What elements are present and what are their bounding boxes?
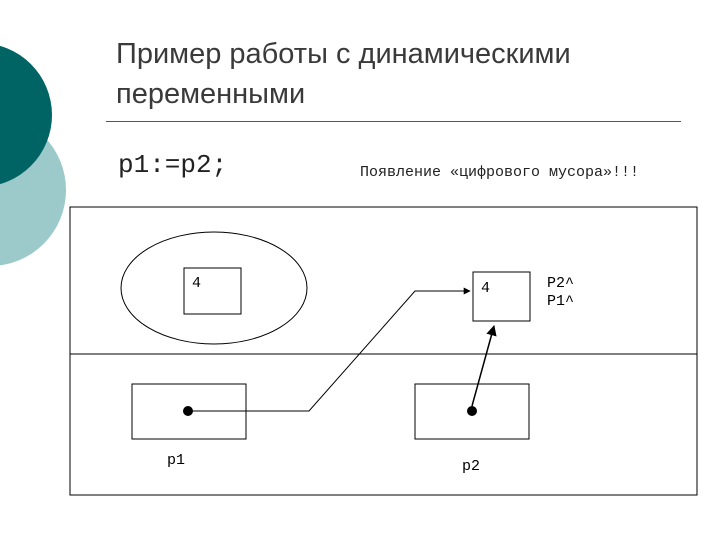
garbage-ellipse [120, 231, 308, 345]
pointer-dot-p2 [467, 406, 477, 416]
pointer-label-p1: p1 [167, 452, 185, 469]
deref-label-p1: P1^ [547, 293, 574, 310]
code-statement: p1:=p2; [118, 150, 228, 180]
title-divider [106, 121, 681, 122]
slide-title: Пример работы с динамическими переменным… [116, 38, 571, 110]
heap-cell-right-value: 4 [481, 280, 490, 297]
diagram-caption: Появление «цифрового мусора»!!! [360, 164, 640, 181]
arrow-p2-to-right-cell [471, 324, 497, 407]
deref-label-p2: P2^ [547, 275, 574, 292]
dark-teal-circle [0, 45, 52, 185]
pointer-label-p2: p2 [462, 458, 480, 475]
heap-cell-left [183, 267, 242, 315]
heap-cell-left-value: 4 [192, 275, 201, 292]
pointer-box-p2 [414, 383, 530, 440]
heap-cell-right [472, 271, 531, 322]
memory-frame [69, 206, 698, 496]
arrow-p1-to-right-cell [188, 287, 471, 412]
